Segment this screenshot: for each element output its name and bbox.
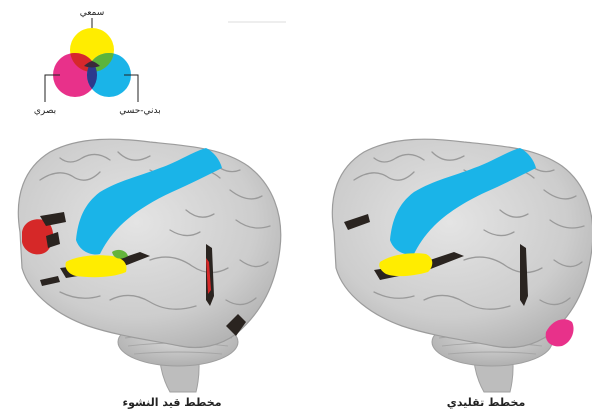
classic-map-brain — [332, 139, 592, 392]
somatosensory-label: بدني-حسي — [119, 106, 161, 116]
modality-legend: سمعي بصري بدني-حسي — [34, 8, 161, 116]
auditory-area — [65, 255, 126, 277]
right-brain-caption: مخطط تقليدي — [447, 396, 526, 409]
developing-map-brain — [18, 139, 280, 392]
visual-label: بصري — [34, 106, 56, 116]
auditory-label: سمعي — [80, 8, 105, 18]
left-brain-caption: مخطط قيد النشوء — [122, 396, 221, 409]
